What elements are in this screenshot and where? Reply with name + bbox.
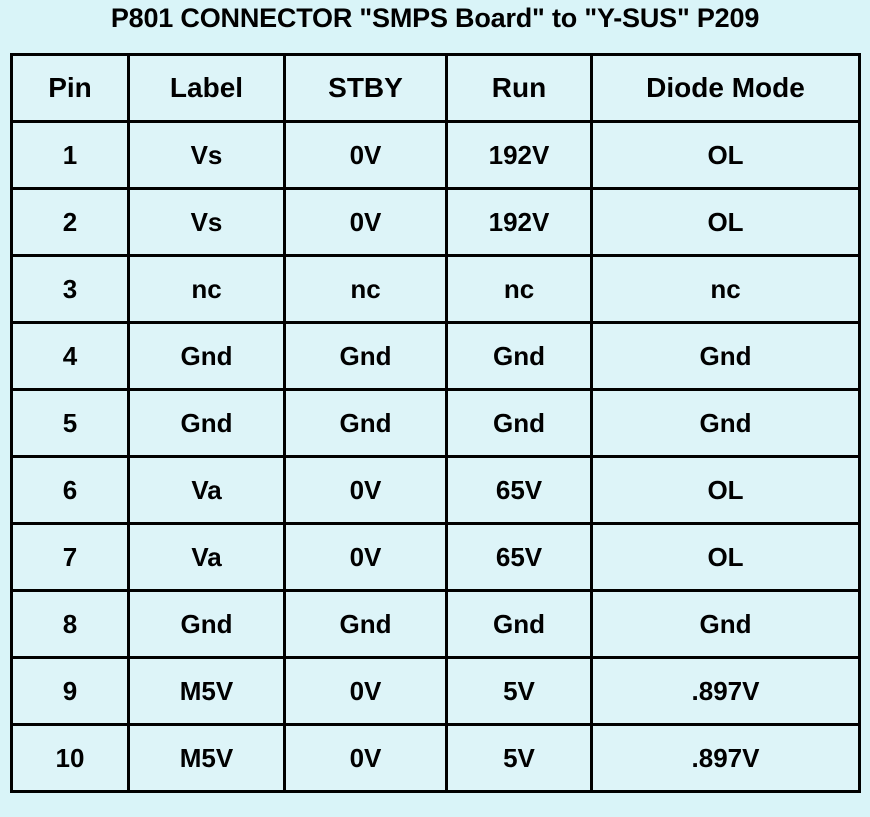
cell-pin: 1 — [10, 120, 130, 190]
cell-label: Gnd — [127, 388, 286, 458]
column-header-pin: Pin — [10, 53, 130, 123]
cell-run: 65V — [445, 522, 593, 592]
table-body: 1 Vs 0V 192V OL 2 Vs 0V 192V OL 3 nc nc … — [10, 120, 861, 793]
cell-stby: 0V — [283, 723, 448, 793]
cell-pin: 4 — [10, 321, 130, 391]
cell-diode: .897V — [590, 723, 861, 793]
cell-run: Gnd — [445, 321, 593, 391]
cell-run: Gnd — [445, 589, 593, 659]
cell-stby: Gnd — [283, 388, 448, 458]
table-row: 1 Vs 0V 192V OL — [10, 120, 861, 190]
cell-run: 192V — [445, 187, 593, 257]
cell-pin: 8 — [10, 589, 130, 659]
table-row: 7 Va 0V 65V OL — [10, 522, 861, 592]
cell-pin: 5 — [10, 388, 130, 458]
column-header-label: Label — [127, 53, 286, 123]
table-row: 8 Gnd Gnd Gnd Gnd — [10, 589, 861, 659]
cell-diode: OL — [590, 187, 861, 257]
cell-label: M5V — [127, 656, 286, 726]
table-row: 6 Va 0V 65V OL — [10, 455, 861, 525]
table-header-row: Pin Label STBY Run Diode Mode — [10, 53, 861, 123]
cell-label: nc — [127, 254, 286, 324]
cell-label: Va — [127, 522, 286, 592]
cell-diode: nc — [590, 254, 861, 324]
cell-pin: 9 — [10, 656, 130, 726]
cell-diode: OL — [590, 522, 861, 592]
table-row: 2 Vs 0V 192V OL — [10, 187, 861, 257]
cell-diode: OL — [590, 455, 861, 525]
table-row: 10 M5V 0V 5V .897V — [10, 723, 861, 793]
cell-stby: nc — [283, 254, 448, 324]
cell-run: 5V — [445, 656, 593, 726]
table-row: 4 Gnd Gnd Gnd Gnd — [10, 321, 861, 391]
column-header-stby: STBY — [283, 53, 448, 123]
table-row: 9 M5V 0V 5V .897V — [10, 656, 861, 726]
cell-label: Va — [127, 455, 286, 525]
cell-pin: 10 — [10, 723, 130, 793]
table-row: 5 Gnd Gnd Gnd Gnd — [10, 388, 861, 458]
column-header-run: Run — [445, 53, 593, 123]
cell-pin: 3 — [10, 254, 130, 324]
cell-run: Gnd — [445, 388, 593, 458]
cell-diode: Gnd — [590, 321, 861, 391]
cell-stby: Gnd — [283, 589, 448, 659]
cell-stby: 0V — [283, 455, 448, 525]
cell-run: 5V — [445, 723, 593, 793]
cell-diode: Gnd — [590, 388, 861, 458]
cell-diode: OL — [590, 120, 861, 190]
table-header: Pin Label STBY Run Diode Mode — [10, 53, 861, 123]
cell-run: 65V — [445, 455, 593, 525]
cell-stby: 0V — [283, 120, 448, 190]
page-title: P801 CONNECTOR "SMPS Board" to "Y-SUS" P… — [110, 3, 760, 33]
cell-label: Vs — [127, 187, 286, 257]
cell-label: Gnd — [127, 589, 286, 659]
cell-pin: 6 — [10, 455, 130, 525]
connector-pinout-table: Pin Label STBY Run Diode Mode 1 Vs 0V 19… — [10, 53, 861, 793]
table-row: 3 nc nc nc nc — [10, 254, 861, 324]
cell-pin: 7 — [10, 522, 130, 592]
cell-run: 192V — [445, 120, 593, 190]
cell-pin: 2 — [10, 187, 130, 257]
cell-diode: .897V — [590, 656, 861, 726]
cell-stby: 0V — [283, 522, 448, 592]
column-header-diode-mode: Diode Mode — [590, 53, 861, 123]
cell-stby: 0V — [283, 187, 448, 257]
cell-stby: 0V — [283, 656, 448, 726]
cell-run: nc — [445, 254, 593, 324]
cell-stby: Gnd — [283, 321, 448, 391]
cell-diode: Gnd — [590, 589, 861, 659]
cell-label: Gnd — [127, 321, 286, 391]
cell-label: M5V — [127, 723, 286, 793]
cell-label: Vs — [127, 120, 286, 190]
